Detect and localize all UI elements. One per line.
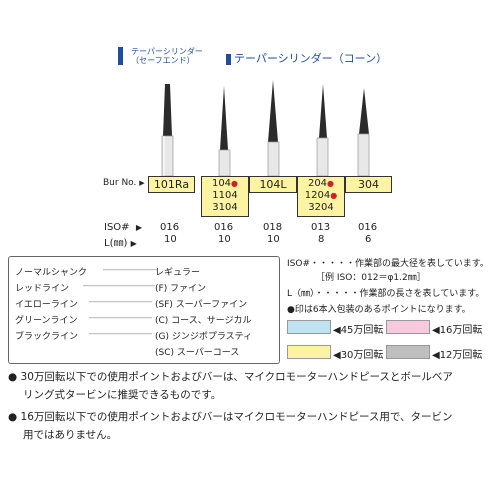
dot-note: ●印は6本入包装のあるポイントになります。 <box>287 305 471 315</box>
legend-row: ブラックライン <box>15 332 79 342</box>
bullet-icon: ● <box>8 411 18 423</box>
bur-cell-104L: 104L <box>249 176 297 193</box>
header-small: テーパーシリンダー （セーフエンド） <box>118 45 203 65</box>
bur-204-icon <box>316 84 329 177</box>
main-title: テーパーシリンダー（コーン） <box>234 52 388 65</box>
iso-note: ISO#・・・・・作業部の最大径を表しています。 <box>287 259 489 269</box>
l-value: 10 <box>267 234 280 245</box>
iso-label: ISO# ▶ <box>104 222 143 233</box>
iso-value: 013 <box>311 222 331 233</box>
footer-note-1: ● 30万回転以下での使用ポイントおよびバーは、マイクロモーターハンドピースとボ… <box>8 371 453 401</box>
legend-row: レッドライン <box>15 284 70 294</box>
title-marker-icon <box>118 46 123 65</box>
bur-cell-104: 104● 1104 3104 <box>201 176 249 217</box>
legend-value: (F) ファイン <box>155 284 207 294</box>
speed-swatch-12 <box>386 345 430 359</box>
l-value: 10 <box>218 234 231 245</box>
bur-104L-icon <box>267 80 280 177</box>
legend-row: ノーマルシャンク <box>15 268 88 278</box>
bur-cell-304: 304 <box>345 176 392 193</box>
speed-label-45: ◀45万回転 <box>333 325 384 336</box>
bullet-icon: ● <box>8 371 18 383</box>
legend-row: グリーンライン <box>15 316 78 326</box>
footer-note-2: ● 16万回転以下での使用ポイントおよびバーはマイクロモーターハンドピース用で、… <box>8 411 453 441</box>
shank-legend: ノーマルシャンク ―――――― レギュラー レッドライン ―――――――― (F… <box>8 256 280 364</box>
l-value: 6 <box>365 234 372 245</box>
speed-swatch-16 <box>386 320 430 334</box>
l-label: L(㎜) ▶ <box>104 238 137 249</box>
header-main: テーパーシリンダー（コーン） <box>226 50 387 66</box>
bur-304-icon <box>357 88 370 177</box>
iso-example: ［例 ISO：012＝φ1.2㎜］ <box>316 273 426 283</box>
iso-value: 018 <box>263 222 283 233</box>
legend-value: (G) ジンジボプラスティ <box>155 332 253 342</box>
legend-value: (SF) スーパーファイン <box>155 300 248 310</box>
small-title-1: テーパーシリンダー <box>131 46 203 56</box>
iso-value: 016 <box>160 222 180 233</box>
six-pack-dot-icon: ● <box>330 191 338 200</box>
six-pack-dot-icon: ● <box>231 179 239 188</box>
six-pack-dot-icon: ● <box>327 179 335 188</box>
bur-illustrations <box>161 80 370 177</box>
length-note: L（㎜）・・・・・作業部の長さを表しています。 <box>287 289 485 299</box>
bur-101Ra-icon <box>161 84 174 177</box>
title-marker-icon <box>226 53 231 65</box>
l-value: 8 <box>318 234 325 245</box>
speed-swatch-45 <box>287 320 331 334</box>
bur-cell-204: 204● 1204● 3204 <box>297 176 345 217</box>
legend-row: イエローライン <box>15 300 78 310</box>
bur-no-label: Bur No. ▶ <box>103 178 145 188</box>
legend-value: レギュラー <box>155 268 201 278</box>
legend-value: (SC) スーパーコース <box>155 348 240 358</box>
iso-value: 016 <box>214 222 234 233</box>
bur-cell-101Ra: 101Ra <box>148 176 195 193</box>
speed-swatch-30 <box>287 345 331 359</box>
legend-value: (C) コース、サージカル <box>155 316 252 326</box>
bur-104-icon <box>218 86 231 177</box>
l-value: 10 <box>164 234 177 245</box>
speed-label-30: ◀30万回転 <box>333 350 384 361</box>
speed-label-12: ◀12万回転 <box>432 350 483 361</box>
speed-label-16: ◀16万回転 <box>432 325 483 336</box>
small-title-2: （セーフエンド） <box>131 55 195 65</box>
iso-value: 016 <box>358 222 378 233</box>
